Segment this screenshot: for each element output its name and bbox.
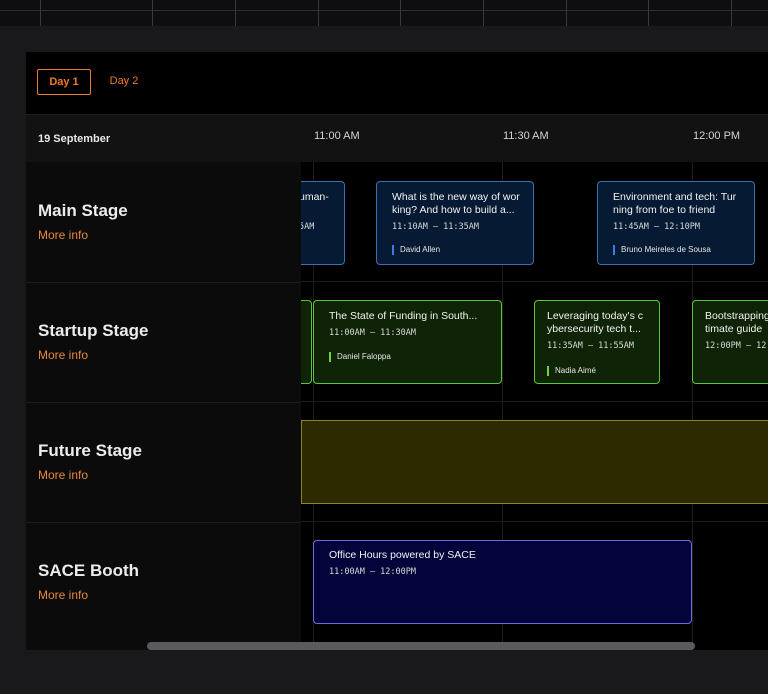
session-card[interactable]: Bootstrapping timate guide 12:00PM – 12 bbox=[692, 300, 768, 384]
session-time: 11:00AM – 11:30AM bbox=[329, 328, 416, 338]
session-title: Bootstrapping timate guide bbox=[705, 310, 768, 335]
time-label: 12:00 PM bbox=[693, 130, 741, 142]
schedule-panel: Day 1 Day 2 19 September 11:00 AM 11:30 … bbox=[26, 52, 768, 650]
background-grid bbox=[0, 0, 768, 26]
stage-row-sace: SACE Booth More info bbox=[26, 522, 301, 642]
session-speaker: Bruno Meireles de Sousa bbox=[613, 245, 711, 255]
session-time: 11:10AM – 11:35AM bbox=[392, 222, 479, 232]
session-card[interactable]: What is the new way of wor king? And how… bbox=[376, 181, 534, 265]
session-speaker: Daniel Faloppa bbox=[329, 352, 391, 362]
time-gridline bbox=[502, 162, 503, 650]
grid-line bbox=[40, 0, 41, 26]
session-card[interactable]: Leveraging today's c ybersecurity tech t… bbox=[534, 300, 660, 384]
speaker-marker bbox=[613, 245, 615, 255]
session-card[interactable]: Environment and tech: Tur ning from foe … bbox=[597, 181, 755, 265]
more-info-link[interactable]: More info bbox=[38, 588, 89, 602]
session-time: 12:00PM – 12 bbox=[705, 341, 767, 351]
session-speaker: David Allen bbox=[392, 245, 441, 255]
stage-row-startup: Startup Stage More info bbox=[26, 282, 301, 403]
horizontal-scrollbar[interactable] bbox=[147, 642, 695, 650]
grid-line bbox=[152, 0, 153, 26]
session-time: 11:45AM – 12:10PM bbox=[613, 222, 700, 232]
speaker-name: Daniel Faloppa bbox=[337, 352, 391, 361]
grid-line bbox=[400, 0, 401, 26]
grid-line bbox=[648, 0, 649, 26]
session-title: What is the new way of wor king? And how… bbox=[392, 191, 520, 216]
grid-line bbox=[731, 0, 732, 26]
stage-row-future: Future Stage More info bbox=[26, 402, 301, 523]
stage-name: Future Stage bbox=[38, 441, 142, 460]
grid-line bbox=[0, 10, 768, 11]
grid-line bbox=[566, 0, 567, 26]
session-title: uman- bbox=[301, 191, 329, 203]
speaker-marker bbox=[329, 352, 331, 362]
more-info-link[interactable]: More info bbox=[38, 348, 89, 362]
day-2-tab[interactable]: Day 2 bbox=[109, 75, 139, 87]
session-card[interactable]: : bbox=[301, 300, 312, 384]
time-gridline bbox=[692, 162, 693, 650]
speaker-marker bbox=[547, 366, 549, 376]
date-label: 19 September bbox=[38, 133, 111, 145]
stage-row-main: Main Stage More info bbox=[26, 162, 301, 283]
day-1-tab[interactable]: Day 1 bbox=[37, 69, 91, 95]
session-title: Environment and tech: Tur ning from foe … bbox=[613, 191, 737, 216]
stage-list: Main Stage More info Startup Stage More … bbox=[26, 162, 301, 650]
speaker-name: Bruno Meireles de Sousa bbox=[621, 245, 711, 254]
grid-line bbox=[235, 0, 236, 26]
session-title: The State of Funding in South... bbox=[329, 310, 478, 322]
timeline-header: 19 September 11:00 AM 11:30 AM 12:00 PM bbox=[26, 114, 768, 164]
stage-name: Startup Stage bbox=[38, 321, 149, 340]
speaker-name: Nadia Aimé bbox=[555, 366, 596, 375]
speaker-marker bbox=[392, 245, 394, 255]
grid-line bbox=[483, 0, 484, 26]
row-divider bbox=[301, 401, 768, 402]
stage-name: SACE Booth bbox=[38, 561, 140, 580]
session-card[interactable]: The State of Funding in South... 11:00AM… bbox=[313, 300, 502, 384]
session-time: 11:00AM – 12:00PM bbox=[329, 567, 416, 577]
session-card[interactable]: Office Hours powered by SACE 11:00AM – 1… bbox=[313, 540, 692, 624]
session-title: Leveraging today's c ybersecurity tech t… bbox=[547, 310, 643, 335]
stage-name: Main Stage bbox=[38, 201, 128, 220]
session-time: 11:35AM – 11:55AM bbox=[547, 341, 634, 351]
more-info-link[interactable]: More info bbox=[38, 228, 89, 242]
timeline-grid[interactable]: uman- 5AM What is the new way of wor kin… bbox=[301, 162, 768, 650]
session-speaker: Nadia Aimé bbox=[547, 366, 596, 376]
future-stage-block bbox=[301, 420, 768, 504]
session-card[interactable]: uman- 5AM bbox=[301, 181, 345, 265]
time-label: 11:30 AM bbox=[503, 130, 549, 142]
session-title: Office Hours powered by SACE bbox=[329, 549, 476, 561]
session-time: 5AM bbox=[301, 222, 315, 232]
speaker-name: David Allen bbox=[400, 245, 441, 254]
time-label: 11:00 AM bbox=[314, 130, 360, 142]
day-tabs: Day 1 Day 2 bbox=[26, 52, 768, 114]
grid-line bbox=[318, 0, 319, 26]
more-info-link[interactable]: More info bbox=[38, 468, 89, 482]
row-divider bbox=[301, 281, 768, 282]
row-divider bbox=[301, 521, 768, 522]
time-gridline bbox=[313, 162, 314, 650]
